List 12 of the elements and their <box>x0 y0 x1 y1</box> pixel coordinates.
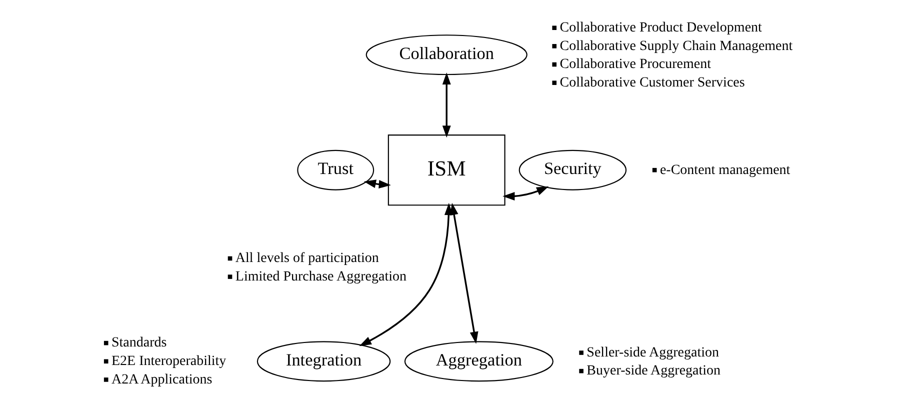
node-label: Collaborative Procurement <box>559 56 710 72</box>
node-label: Buyer-side Aggregation <box>586 363 720 378</box>
node-label: Standards <box>110 335 166 350</box>
node-label: A2A Applications <box>110 372 212 387</box>
node-label: Seller-side Aggregation <box>586 344 718 360</box>
node-label: E2E Interoperability <box>110 354 226 369</box>
node-label: Limited Purchase Aggregation <box>234 268 406 284</box>
node-label: Collaborative Product Development <box>559 20 762 36</box>
node-label: Collaborative Supply Chain Management <box>559 38 792 54</box>
node-label: All levels of participation <box>234 250 378 266</box>
node-label: e-Content management <box>659 162 790 178</box>
node-label: Collaborative Customer Services <box>559 74 744 90</box>
